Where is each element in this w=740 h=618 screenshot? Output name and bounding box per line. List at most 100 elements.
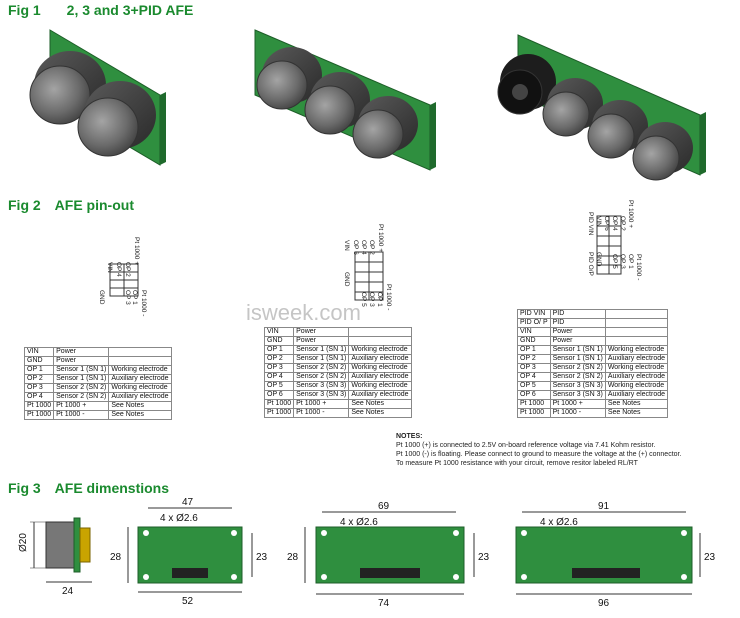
table-cell: Pt 1000 [517,408,551,418]
table-cell: See Notes [108,410,172,420]
table-cell: OP 1 [517,345,551,355]
dim-board-pid: 91 4 x Ø2.6 23 96 [515,501,716,609]
table-cell: Sensor 2 (SN 2) [549,363,606,373]
dim-right: 23 [256,552,268,563]
table-cell: OP 6 [263,390,295,400]
table-cell: Power [549,327,606,337]
table-cell: Auxiliary electrode [108,374,172,384]
table-cell: Auxiliary electrode [604,390,669,400]
table-cell: OP 4 [23,392,55,402]
table-cell: Pt 1000 + [53,401,110,411]
pin-label: VIN [106,262,113,273]
table-cell: Sensor 3 (SN 3) [549,390,606,400]
pin-label: OP 5 [360,292,367,307]
table-cell [604,309,669,319]
table-cell: Sensor 1 (SN 1) [293,345,350,355]
table-cell: Working electrode [348,381,412,391]
pin-label: GND [343,272,350,287]
table-cell: Sensor 2 (SN 2) [293,372,350,382]
dim-board-3: 69 4 x Ø2.6 28 23 74 [287,501,490,609]
pin-label: Pt 1000 - [140,290,147,316]
dim-bottom: 96 [598,598,610,609]
pin-label: OP 1 [131,290,138,305]
table-cell: Sensor 1 (SN 1) [53,374,110,384]
table-cell: OP 3 [23,383,55,393]
pin-label: OP 2 [124,262,131,277]
table-cell: GND [23,356,55,366]
afe-3-sensor-board [254,29,436,171]
table-cell: Pt 1000 [23,401,55,411]
pin-label: Pt 1000 - [385,284,392,310]
table-cell: Sensor 3 (SN 3) [549,381,606,391]
table-cell: Sensor 2 (SN 2) [53,392,110,402]
table-cell: PID [549,309,606,319]
table-cell: Working electrode [604,381,669,391]
dim-top: 91 [598,501,610,512]
table-cell: Auxiliary electrode [604,372,669,382]
pin-label: PID O/P [587,252,594,276]
table-cell: Pt 1000 - [293,408,350,418]
pin-label: OP 6 [603,216,610,231]
pin-label: OP 6 [352,240,359,255]
table-cell: Pt 1000 + [293,399,350,409]
table-cell: Sensor 1 (SN 1) [549,354,606,364]
pin-label: Pt 1000 + [627,200,634,228]
table-cell: OP 4 [263,372,295,382]
table-cell: Power [53,347,110,357]
dim-board-2: 47 4 x Ø2.6 28 23 52 [110,497,268,607]
table-cell: OP 1 [23,365,55,375]
table-cell: See Notes [108,401,172,411]
dim-left: 28 [287,552,299,563]
table-cell: Auxiliary electrode [348,354,412,364]
pin-label: Pt 1000 - [635,254,642,280]
table-cell: PID O/ P [517,318,551,328]
table-cell: Sensor 2 (SN 2) [53,383,110,393]
table-cell: Working electrode [348,345,412,355]
pin-label: OP 3 [368,292,375,307]
dim-depth: 24 [62,586,74,597]
pinout-2-connector [109,263,139,297]
table-cell: Working electrode [108,365,172,375]
pin-label: OP 4 [611,216,618,231]
pin-label: GND [595,252,602,267]
table-cell: Sensor 1 (SN 1) [293,354,350,364]
table-cell: PID [549,318,606,328]
pinout-2-labels: VIN OP 4 OP 2 Pt 1000 + GND OP 3 OP 1 Pt… [98,237,147,316]
pinout-pid-labels: PID VIN VIN OP 6 OP 4 OP 2 Pt 1000 + PID… [587,200,642,280]
table-cell: Sensor 1 (SN 1) [549,345,606,355]
table-cell: OP 5 [517,381,551,391]
pin-label: VIN [595,216,602,227]
table-cell: OP 2 [23,374,55,384]
table-cell [348,336,412,346]
table-cell: GND [263,336,295,346]
pin-label: OP 1 [376,292,383,307]
notes-block: NOTES: Pt 1000 (+) is connected to 2.5V … [396,432,681,468]
dim-left: 28 [110,552,122,563]
table-cell [108,347,172,357]
dim-right: 23 [704,552,716,563]
table-cell [604,327,669,337]
pin-label: OP 3 [124,290,131,305]
pinout-pid-connector [596,215,622,275]
table-cell: Pt 1000 - [549,408,606,418]
